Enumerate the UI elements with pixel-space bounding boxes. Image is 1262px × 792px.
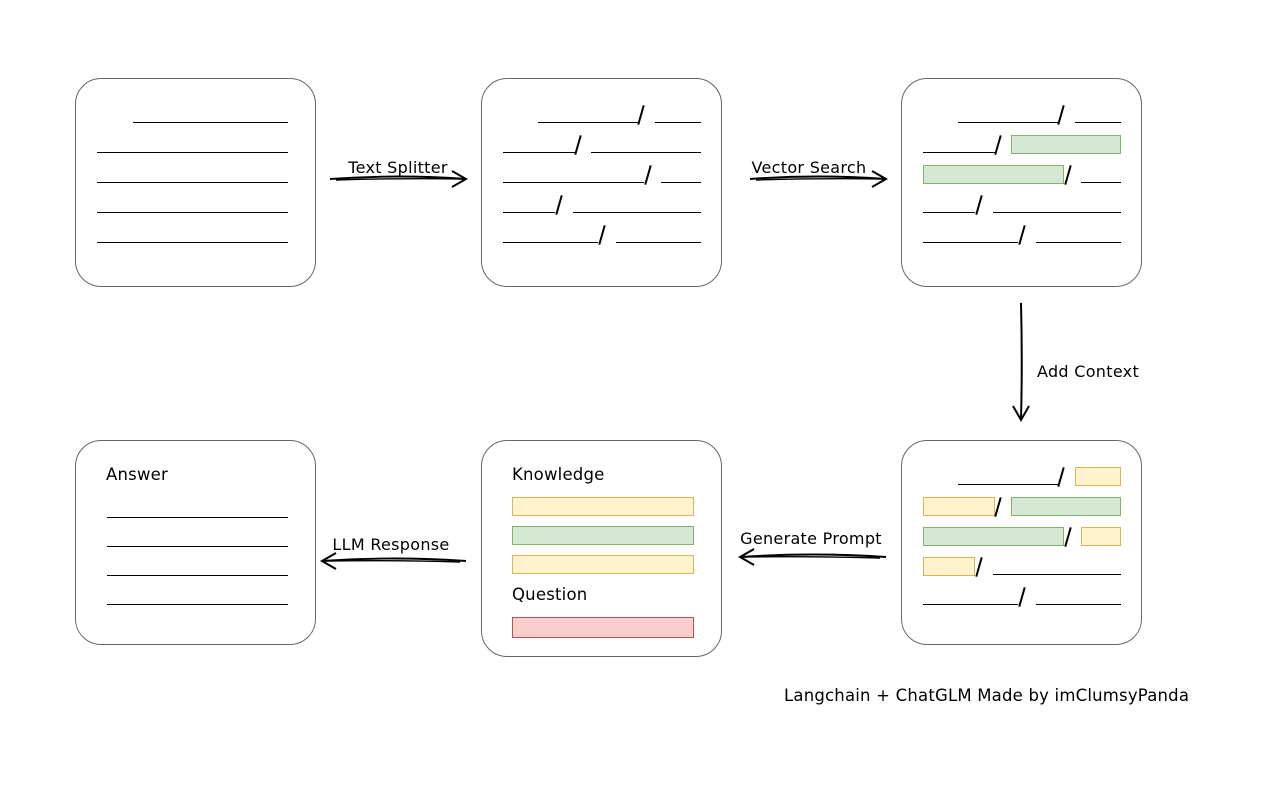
- highlight-chip-green[interactable]: [1011, 135, 1121, 154]
- text-rule: [958, 122, 1058, 123]
- text-rule: [616, 242, 701, 243]
- text-rule: [503, 152, 575, 153]
- text-rule: [1036, 242, 1121, 243]
- arrowhead: [737, 548, 755, 566]
- text-rule: [503, 182, 644, 183]
- edge-shaft: [321, 557, 467, 562]
- answer-rule: [107, 575, 288, 576]
- text-rule: [923, 212, 975, 213]
- text-rule: [923, 152, 995, 153]
- edge-llm-response-label: LLM Response: [332, 535, 450, 554]
- edge-vector-search-label: Vector Search: [751, 158, 867, 177]
- edge-add-context-label: Add Context: [1036, 362, 1140, 381]
- knowledge-bar-yellow[interactable]: [512, 555, 694, 574]
- highlight-chip-yellow[interactable]: [923, 557, 975, 576]
- arrowhead: [319, 552, 337, 570]
- text-rule: [503, 242, 598, 243]
- highlight-chip-yellow[interactable]: [1081, 527, 1121, 546]
- text-rule: [97, 242, 288, 243]
- edge-generate-prompt-label: Generate Prompt: [740, 529, 882, 548]
- text-rule: [661, 182, 701, 183]
- text-rule: [538, 122, 638, 123]
- text-rule: [1081, 182, 1121, 183]
- edge-shaft: [739, 553, 887, 558]
- text-rule: [97, 182, 288, 183]
- edge-shaft: [1020, 302, 1023, 421]
- highlight-chip-green[interactable]: [923, 527, 1064, 546]
- text-rule: [1036, 604, 1121, 605]
- answer-rule: [107, 604, 288, 605]
- edge-shaft-echo: [335, 177, 467, 181]
- edge-shaft: [749, 175, 887, 180]
- edge-generate-prompt[interactable]: [737, 548, 887, 566]
- text-rule: [923, 242, 1018, 243]
- text-rule: [503, 212, 555, 213]
- edge-llm-response[interactable]: [319, 552, 467, 570]
- footer-credit: Langchain + ChatGLM Made by imClumsyPand…: [784, 686, 1190, 705]
- arrowhead: [871, 170, 889, 188]
- text-rule: [655, 122, 701, 123]
- text-rule: [133, 122, 288, 123]
- edge-shaft-echo: [755, 177, 887, 181]
- knowledge-bar-yellow[interactable]: [512, 497, 694, 516]
- question-label: Question: [512, 585, 588, 604]
- question-bar-red[interactable]: [512, 617, 694, 638]
- highlight-chip-green[interactable]: [1011, 497, 1121, 516]
- text-rule: [958, 484, 1058, 485]
- knowledge-bar-green[interactable]: [512, 526, 694, 545]
- text-rule: [923, 604, 1018, 605]
- edge-shaft-echo: [739, 555, 881, 559]
- highlight-chip-yellow[interactable]: [1075, 467, 1121, 486]
- answer-title: Answer: [106, 465, 168, 484]
- knowledge-label: Knowledge: [512, 465, 605, 484]
- edge-shaft: [329, 175, 467, 180]
- arrowhead: [451, 170, 469, 188]
- text-rule: [993, 212, 1121, 213]
- highlight-chip-yellow[interactable]: [923, 497, 995, 516]
- edge-add-context[interactable]: [1012, 302, 1030, 423]
- edge-shaft-echo: [321, 559, 461, 563]
- arrowhead: [1012, 405, 1030, 423]
- answer-rule: [107, 546, 288, 547]
- answer-box[interactable]: [75, 440, 316, 645]
- text-rule: [993, 574, 1121, 575]
- edge-text-splitter-label: Text Splitter: [348, 158, 448, 177]
- highlight-chip-green[interactable]: [923, 165, 1064, 184]
- text-rule: [97, 212, 288, 213]
- text-rule: [591, 152, 701, 153]
- text-rule: [573, 212, 701, 213]
- text-rule: [97, 152, 288, 153]
- edge-vector-search[interactable]: [749, 170, 889, 188]
- answer-rule: [107, 517, 288, 518]
- edge-text-splitter[interactable]: [329, 170, 469, 188]
- text-rule: [1075, 122, 1121, 123]
